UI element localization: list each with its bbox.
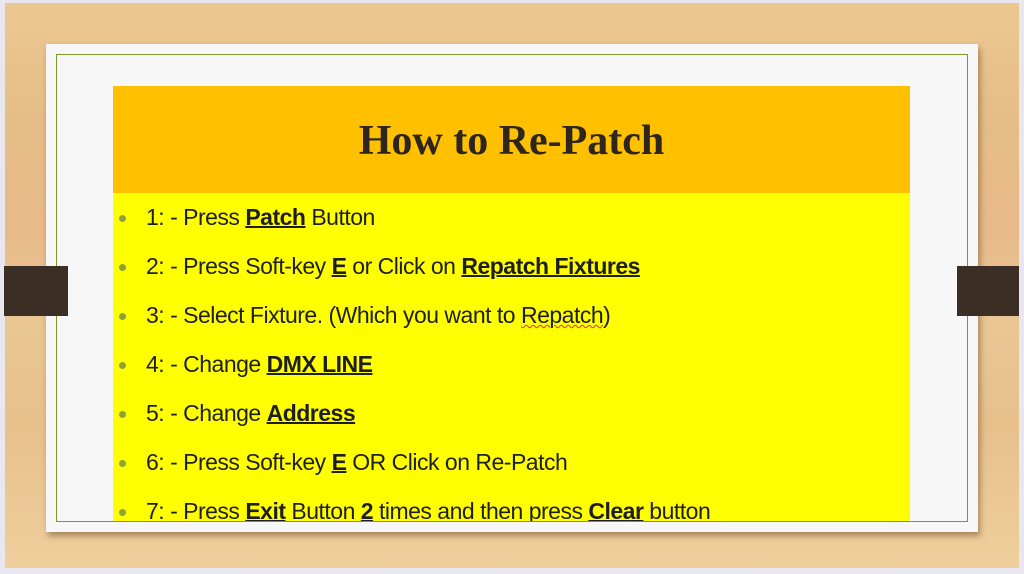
bullet-icon — [119, 362, 126, 369]
text-segment: Repatch — [520, 302, 604, 328]
text-segment: or Click on — [346, 253, 462, 279]
bold-keyword: 2 — [360, 498, 374, 521]
text-segment: 7: - Press — [146, 498, 246, 521]
bullet-text: 5: - Change Address — [146, 399, 356, 427]
bullet-icon — [119, 509, 126, 516]
bold-keyword: Address — [266, 400, 356, 426]
text-segment: ) — [603, 302, 611, 328]
bullet-icon — [119, 215, 126, 222]
text-segment: button — [643, 498, 711, 521]
bold-keyword: Patch — [245, 204, 306, 230]
text-segment: 4: - Change — [146, 351, 267, 377]
bullet-text: 2: - Press Soft-key E or Click on Repatc… — [146, 252, 640, 280]
bold-keyword: Exit — [245, 498, 286, 521]
left-tab-decoration — [4, 266, 68, 316]
bullet-text: 3: - Select Fixture. (Which you want to … — [146, 301, 611, 329]
text-segment: Button — [285, 498, 361, 521]
bullet-text: 7: - Press Exit Button 2 times and then … — [146, 497, 711, 521]
text-segment: 3: - Select Fixture. (Which you want to — [146, 302, 521, 328]
text-segment: 2: - Press Soft-key — [146, 253, 332, 279]
text-segment: 6: - Press Soft-key — [146, 449, 332, 475]
slide-title: How to Re-Patch — [358, 117, 665, 164]
title-bar: How to Re-Patch — [113, 86, 910, 193]
text-segment: Button — [305, 204, 375, 230]
bold-keyword: DMX LINE — [266, 351, 373, 377]
bullet-text: 1: - Press Patch Button — [146, 203, 375, 231]
text-segment: OR Click on Re-Patch — [346, 449, 568, 475]
bullet-text: 4: - Change DMX LINE — [146, 350, 373, 378]
bold-keyword: E — [331, 449, 347, 475]
bold-keyword: E — [331, 253, 347, 279]
bold-keyword: Clear — [588, 498, 644, 521]
text-segment: 5: - Change — [146, 400, 267, 426]
bullet-icon — [119, 264, 126, 271]
bullet-icon — [119, 411, 126, 418]
bullet-icon — [119, 460, 126, 467]
bullet-icon — [119, 313, 126, 320]
bold-keyword: Repatch Fixtures — [461, 253, 640, 279]
bullet-text: 6: - Press Soft-key E OR Click on Re-Pat… — [146, 448, 568, 476]
text-segment: times and then press — [373, 498, 589, 521]
right-tab-decoration — [957, 266, 1019, 316]
text-segment: 1: - Press — [146, 204, 246, 230]
